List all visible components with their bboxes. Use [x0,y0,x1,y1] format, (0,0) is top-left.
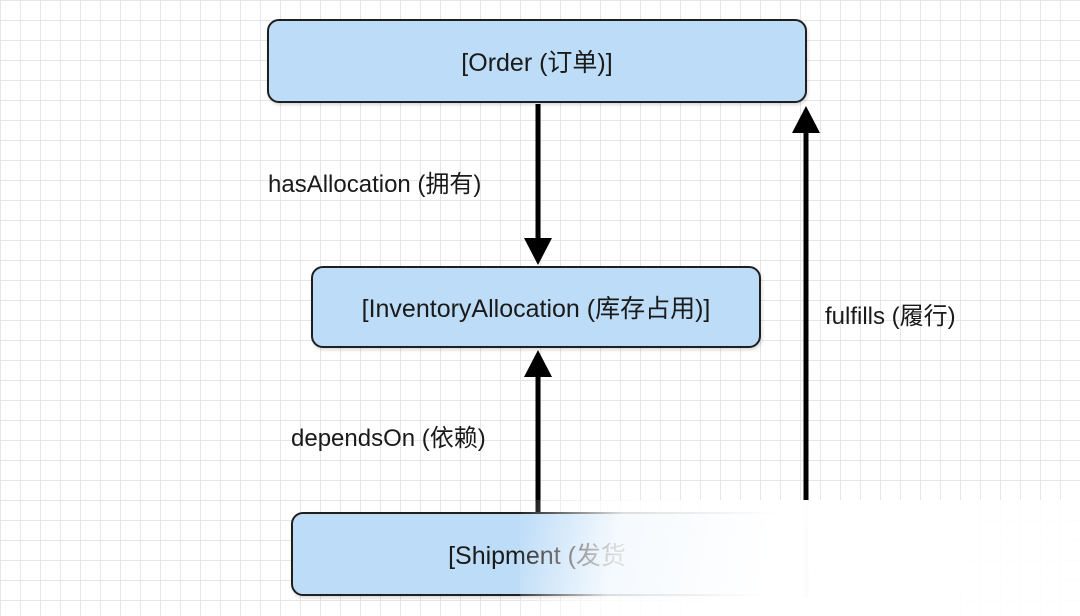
edge-has-allocation [524,104,552,265]
edge-label-has-allocation: hasAllocation (拥有) [268,171,482,198]
edge-label-depends-on: dependsOn (依赖) [291,425,486,452]
arrowhead-has-allocation [524,238,552,265]
node-inventory-allocation[interactable]: [InventoryAllocation (库存占用)] [311,266,761,348]
arrowhead-depends-on [524,350,552,377]
node-order-label: [Order (订单)] [461,49,613,77]
node-order[interactable]: [Order (订单)] [267,19,807,103]
edge-depends-on [524,350,552,512]
node-shipment[interactable]: [Shipment (发货 [291,512,783,596]
arrowhead-fulfills [792,106,820,133]
edge-label-fulfills: fulfills (履行) [825,303,956,330]
node-shipment-label: [Shipment (发货 [448,542,626,570]
edge-fulfills [792,106,820,598]
node-inventory-allocation-label: [InventoryAllocation (库存占用)] [361,295,711,323]
